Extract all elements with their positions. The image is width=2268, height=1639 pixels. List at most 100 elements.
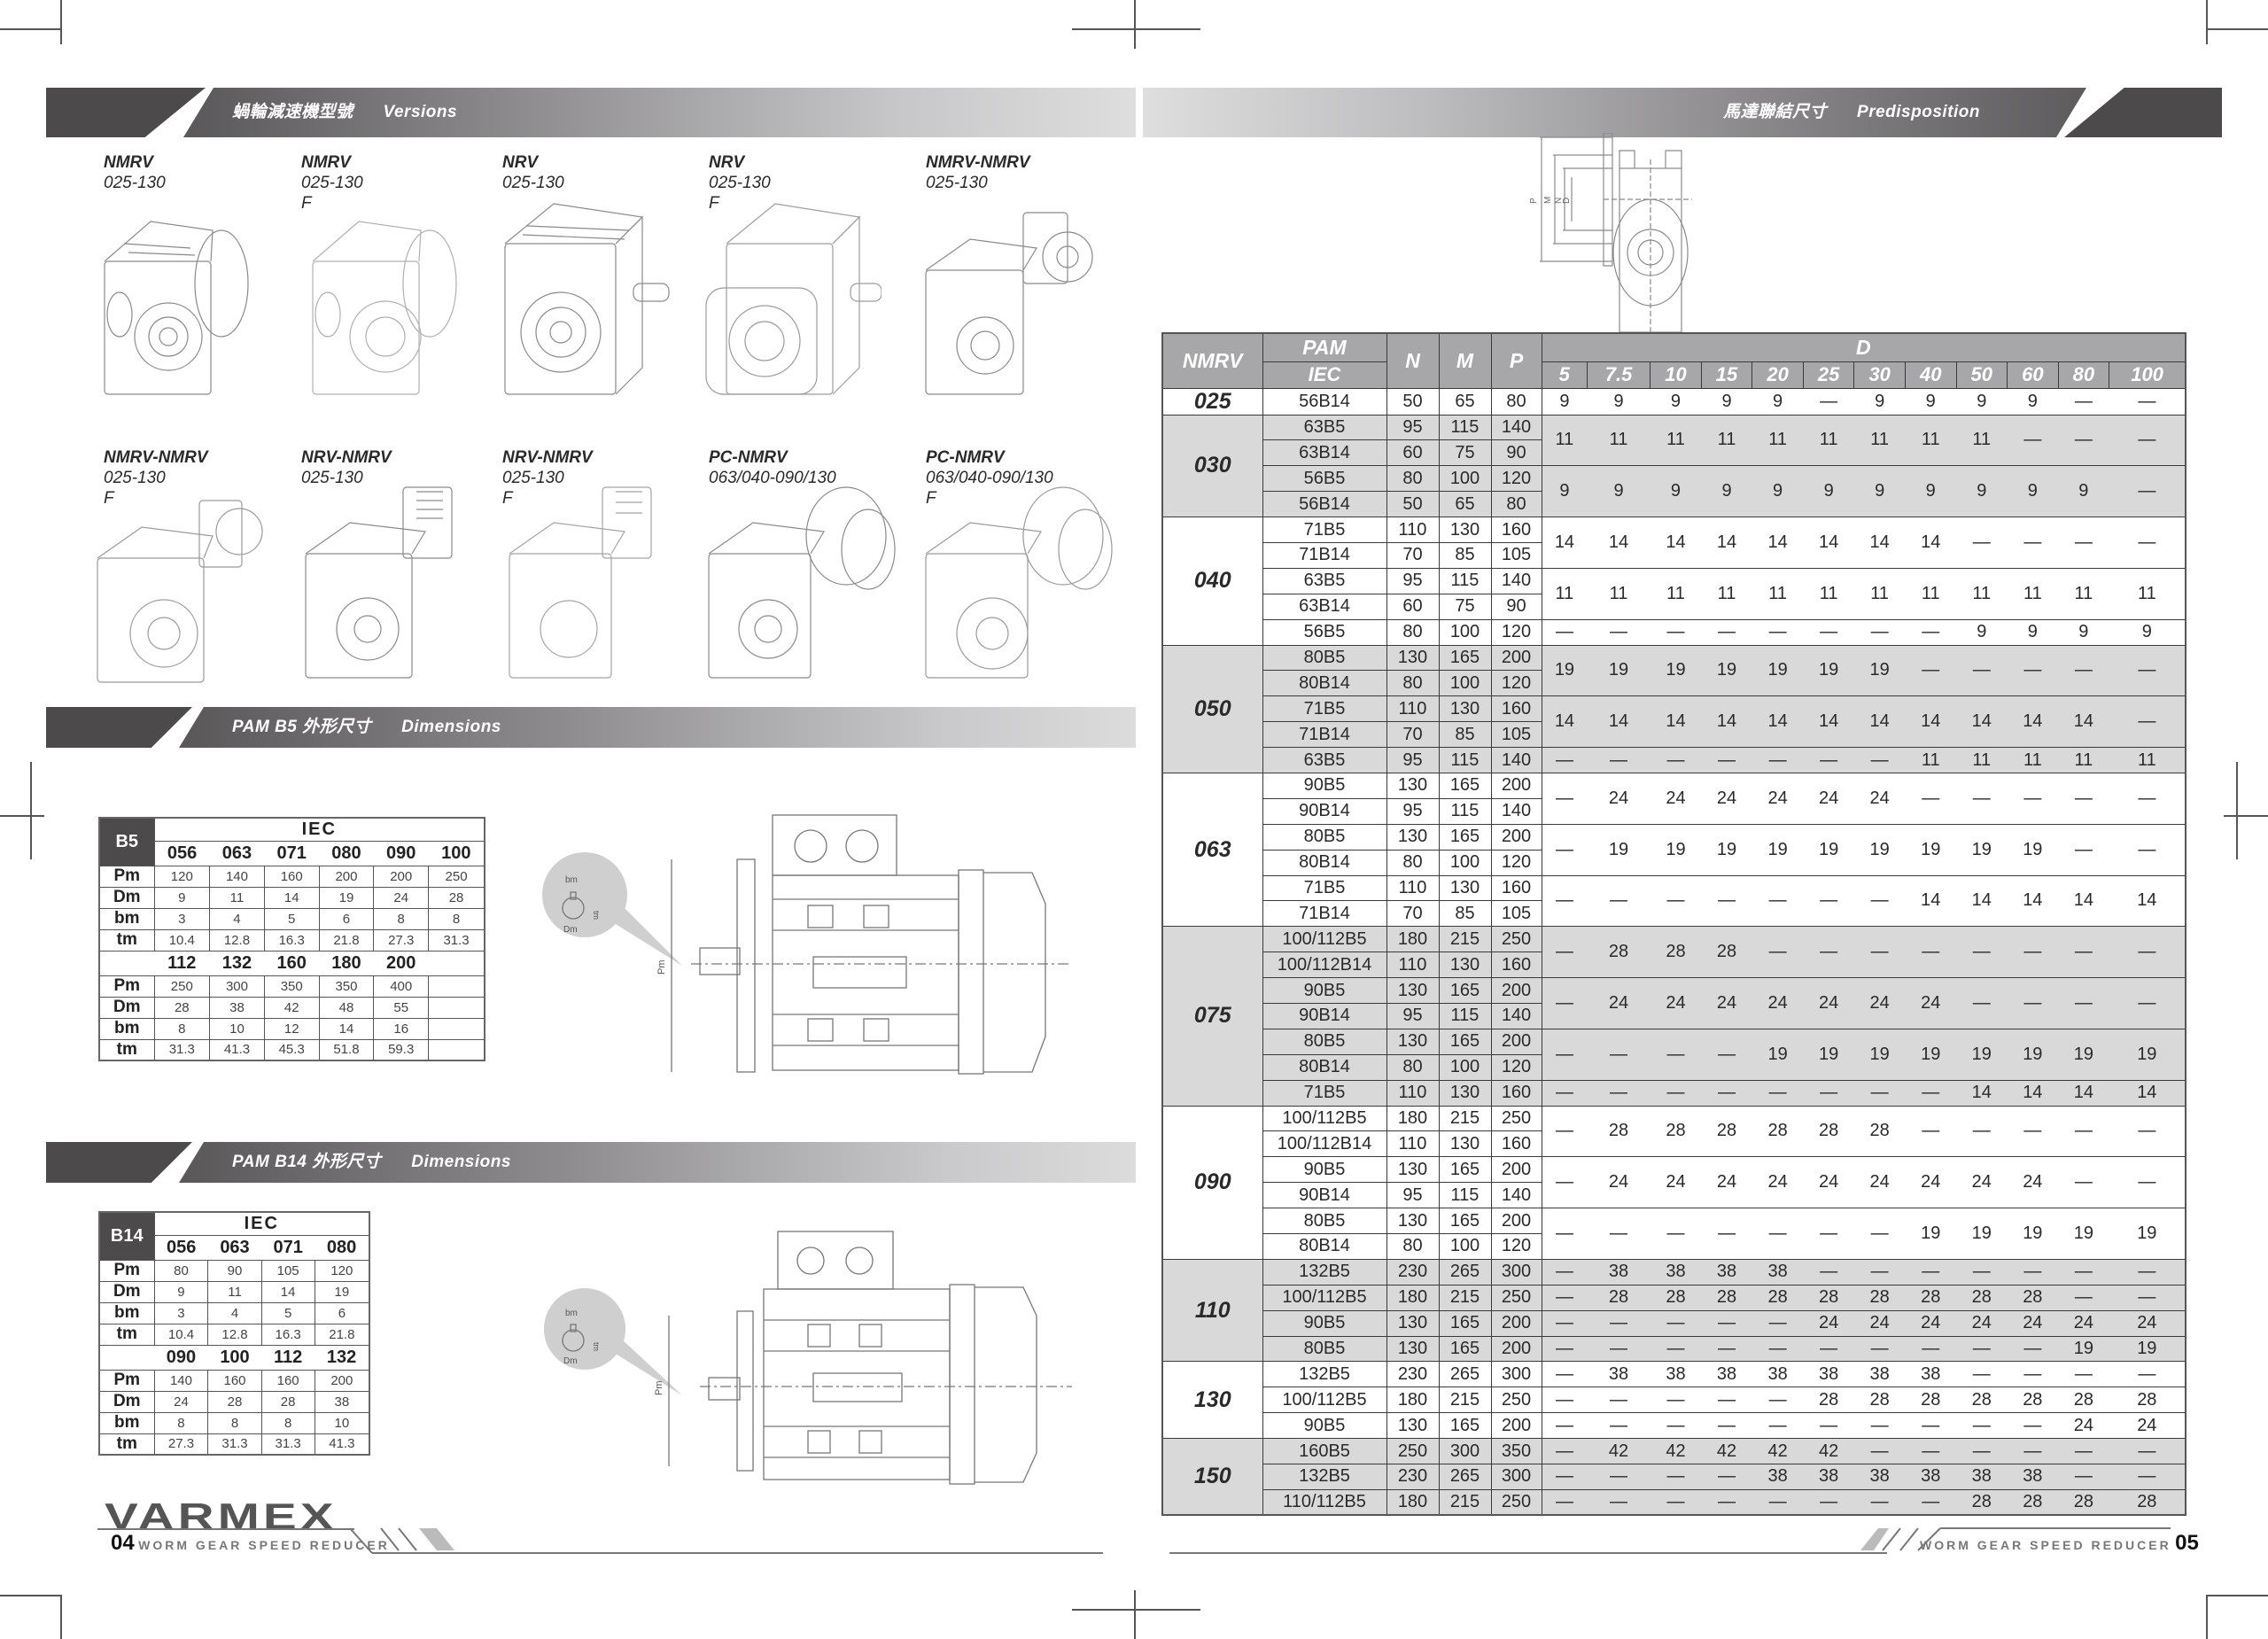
d-value-cell: — [1751, 747, 1804, 773]
d-value-cell: — [1905, 1105, 1956, 1158]
d-value-cell: — [1803, 1258, 1854, 1286]
iec-cell: 132B5 [1262, 1464, 1387, 1490]
d-value-cell: 9 [2058, 618, 2109, 646]
iec-cell: 110/112B5 [1262, 1488, 1387, 1516]
p-cell: 200 [1490, 644, 1542, 672]
d-value-cell: 11 [1803, 414, 1854, 467]
n-cell: 95 [1386, 797, 1440, 825]
d-value-cell: 9 [1956, 618, 2008, 646]
p-cell: 350 [1490, 1438, 1542, 1465]
p-cell: 120 [1490, 1233, 1542, 1260]
d-value-cell: 11 [1956, 414, 2008, 467]
d-value-cell: — [1905, 1438, 1956, 1465]
iec-cell: 80B5 [1262, 823, 1387, 851]
p-cell: 200 [1490, 1208, 1542, 1234]
d-value-cell: — [1587, 1387, 1651, 1414]
m-cell: 265 [1438, 1258, 1492, 1286]
m-cell: 65 [1438, 387, 1492, 416]
n-cell: 180 [1386, 1105, 1440, 1132]
d-value-cell: 24 [1650, 1156, 1702, 1209]
d-value-cell: 9 [1956, 387, 2008, 416]
d-value-cell: 28 [1587, 926, 1651, 979]
d-value-cell: 28 [1853, 1105, 1906, 1158]
n-cell: 110 [1386, 517, 1440, 543]
pam-b14-title: PAM B14 外形尺寸 [232, 1153, 382, 1171]
d-value-cell: — [1803, 874, 1854, 928]
d-value-cell: 14 [1701, 517, 1752, 569]
n-cell: 95 [1386, 414, 1440, 441]
d-value-cell: — [1956, 1438, 2008, 1465]
d-value-cell: — [1701, 1488, 1752, 1516]
d-value-cell: — [1541, 1028, 1588, 1081]
m-cell: 165 [1438, 1156, 1492, 1184]
crop-mark [1134, 0, 1136, 49]
d-value-cell: — [1905, 926, 1956, 979]
iec-cell: 56B5 [1262, 618, 1387, 646]
d-value-cell: 24 [1956, 1156, 2008, 1209]
d-value-cell: 11 [1701, 414, 1752, 467]
d-value-cell: 28 [1701, 926, 1752, 979]
n-cell: 130 [1386, 772, 1440, 799]
iec-cell: 71B14 [1262, 541, 1387, 569]
m-cell: 165 [1438, 772, 1492, 799]
d-value-cell: 14 [1751, 517, 1804, 569]
d-value-cell: 19 [1956, 1208, 2008, 1260]
svg-text:bm: bm [565, 1309, 578, 1318]
d-value-cell: — [1956, 644, 2008, 697]
d-value-cell: — [1587, 1488, 1651, 1516]
d-value-cell: 11 [1751, 567, 1804, 620]
d-value-cell: — [2007, 1438, 2059, 1465]
d-value-cell: 24 [1905, 1309, 1956, 1337]
d-value-cell: — [1905, 618, 1956, 646]
d-value-cell: 11 [2007, 747, 2059, 773]
d-value-cell: — [1541, 874, 1588, 928]
d-value-cell: — [1956, 1105, 2008, 1158]
crop-mark [1072, 1609, 1200, 1611]
d-value-cell: 14 [1905, 517, 1956, 569]
crop-mark [0, 1595, 60, 1596]
d-value-cell: — [1853, 1335, 1906, 1363]
d-value-cell: — [1905, 772, 1956, 825]
d-value-cell: 9 [1803, 465, 1854, 518]
model-cell: 075 [1161, 926, 1263, 1107]
m-cell: 215 [1438, 1284, 1492, 1311]
d-value-cell: — [1853, 926, 1906, 979]
d-value-cell: — [1751, 1412, 1804, 1440]
d-value-cell: 19 [1541, 644, 1588, 697]
m-cell: 75 [1438, 593, 1492, 620]
d-value-cell: — [1541, 977, 1588, 1029]
d-value-cell: 9 [1541, 465, 1588, 518]
d-value-cell: 14 [1541, 695, 1588, 749]
d-value-cell: 28 [1905, 1284, 1956, 1311]
d-value-cell: — [2109, 1258, 2186, 1286]
m-cell: 65 [1438, 491, 1492, 518]
d-value-cell: — [1650, 1208, 1702, 1260]
d-value-cell: 24 [2058, 1309, 2109, 1337]
d-value-cell: — [1853, 747, 1906, 773]
d-value-cell: — [1956, 772, 2008, 825]
iec-cell: 80B14 [1262, 1053, 1387, 1081]
d-value-cell: 14 [2058, 874, 2109, 928]
d-value-cell: — [1956, 977, 2008, 1029]
d-value-cell: — [2058, 1464, 2109, 1490]
d-value-cell: 19 [1905, 1208, 1956, 1260]
d-value-cell: 19 [2058, 1208, 2109, 1260]
d-value-cell: — [1701, 1335, 1752, 1363]
model-cell: 130 [1161, 1361, 1263, 1440]
d-value-cell: — [1541, 1156, 1588, 1209]
p-cell: 105 [1490, 721, 1542, 749]
d-value-cell: 19 [1905, 823, 1956, 876]
